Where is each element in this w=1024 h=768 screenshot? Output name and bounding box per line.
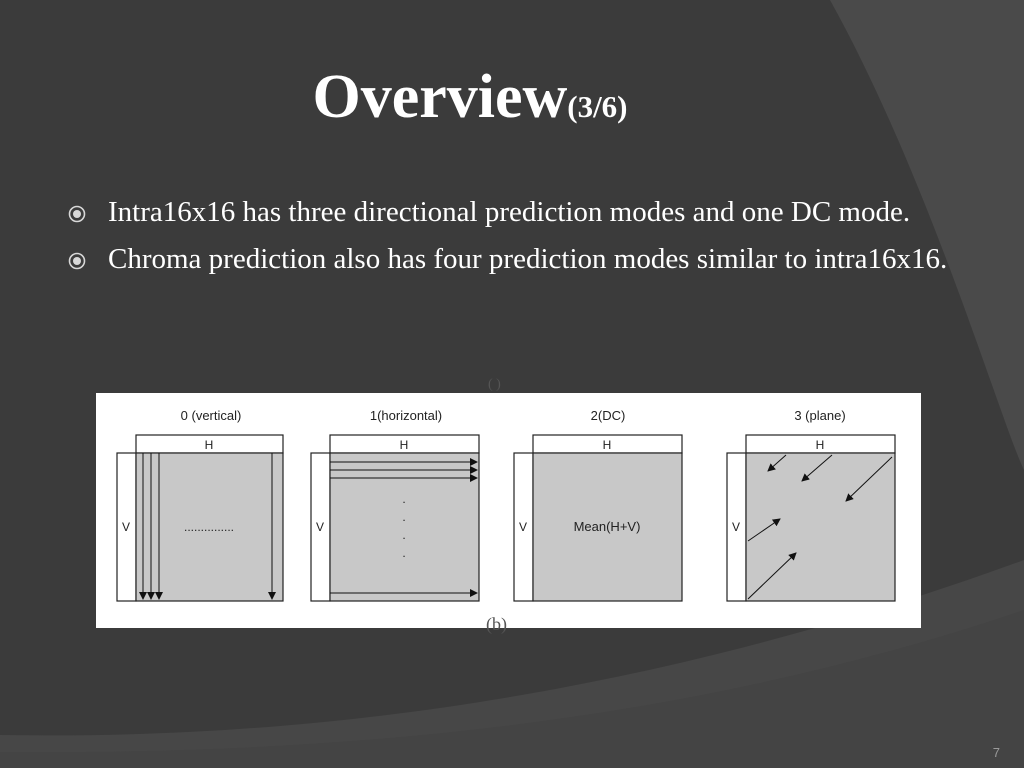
bullet-item: Chroma prediction also has four predicti… [68,239,948,279]
v-label: V [732,520,740,534]
panel-horizontal: 1(horizontal) H V . . . . [310,408,480,602]
slide-title: Overview(3/6) [0,62,940,133]
dot: . [402,528,405,542]
prediction-block [329,452,480,602]
h-label: H [603,438,612,452]
dots: ............... [184,520,234,534]
mean-label: Mean(H+V) [574,519,641,534]
h-label: H [205,438,214,452]
prediction-modes-diagram: 0 (vertical) H V ............... 1(horiz… [116,408,896,602]
bullet-list: Intra16x16 has three directional predict… [68,192,948,286]
circled-dot-icon [68,252,86,270]
h-label: H [400,438,409,452]
panel-label: 2(DC) [591,408,626,423]
prediction-block [532,452,683,602]
figure-caption-top: ( ) [488,377,501,392]
dot: . [402,546,405,560]
h-label: H [816,438,825,452]
title-sub: (3/6) [567,89,628,124]
v-label: V [519,520,527,534]
v-label: V [316,520,324,534]
panel-label: 1(horizontal) [370,408,442,423]
prediction-block [135,452,284,602]
panel-plane: 3 (plane) H V [726,408,896,602]
v-label: V [122,520,130,534]
panel-dc: 2(DC) H V Mean(H+V) [513,408,683,602]
page-number: 7 [992,745,1000,760]
bullet-text: Chroma prediction also has four predicti… [108,243,948,275]
figure-caption-bottom: (b) [486,614,507,634]
prediction-modes-figure: 0 (vertical) H V ............... 1(horiz… [96,393,921,628]
bullet-text: Intra16x16 has three directional predict… [108,196,911,228]
panel-vertical: 0 (vertical) H V ............... [116,408,284,602]
dot: . [402,510,405,524]
panel-label: 3 (plane) [794,408,845,423]
dot: . [402,492,405,506]
bullet-item: Intra16x16 has three directional predict… [68,192,948,232]
title-main: Overview [312,63,568,131]
panel-label: 0 (vertical) [181,408,242,423]
circled-dot-icon [68,205,86,223]
